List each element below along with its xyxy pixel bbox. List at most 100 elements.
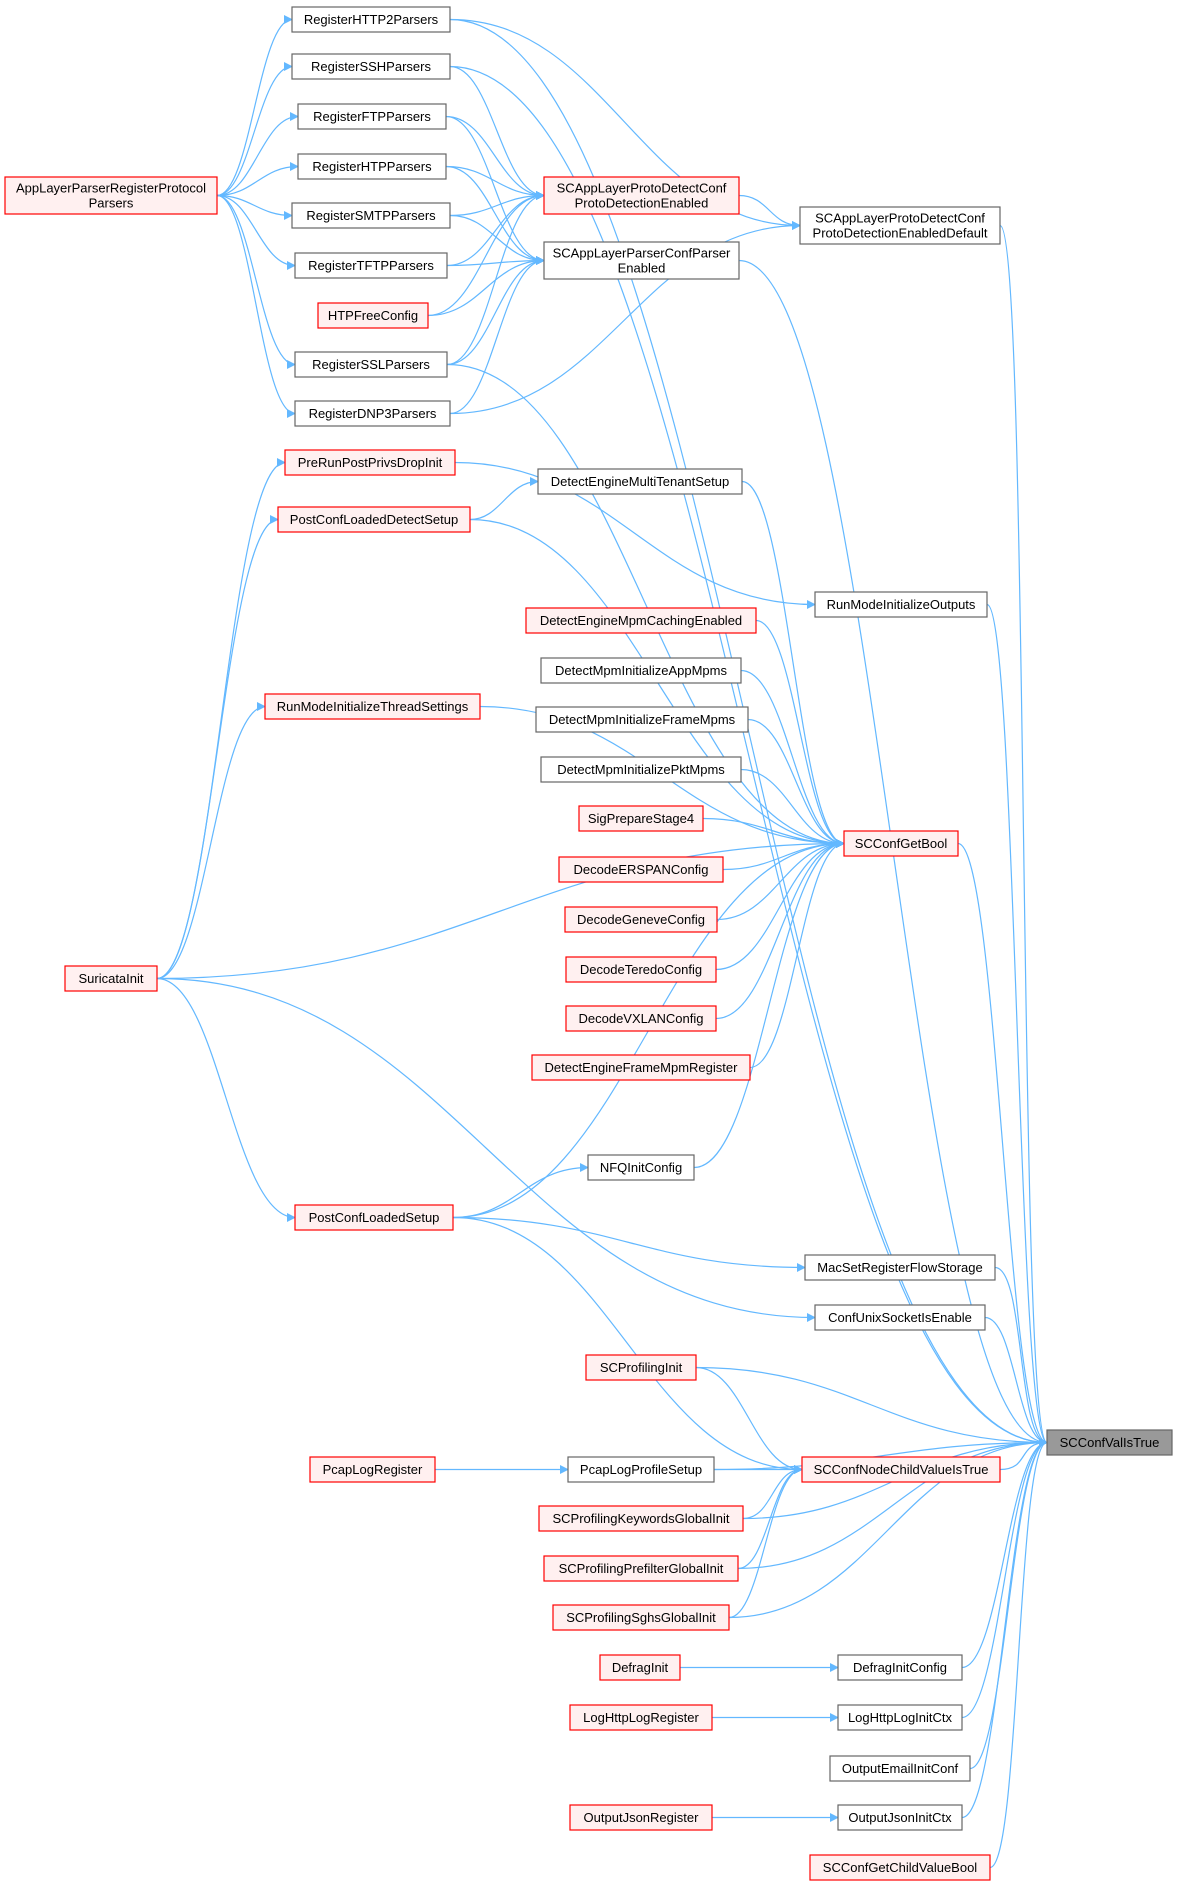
node-teredo[interactable]: DecodeTeredoConfig — [565, 956, 717, 983]
node-dmifm[interactable]: DetectMpmInitializeFrameMpms — [535, 706, 749, 733]
node-label: SCProfilingSghsGlobalInit — [566, 1610, 716, 1625]
node-oeic[interactable]: OutputEmailInitConf — [829, 1755, 971, 1782]
edge-n_psgi-to-n_istrue — [728, 1438, 1048, 1619]
node-prerun[interactable]: PreRunPostPrivsDropInit — [284, 449, 456, 476]
node-dnp3[interactable]: RegisterDNP3Parsers — [294, 400, 451, 427]
node-label: RegisterTFTPParsers — [308, 258, 434, 273]
edge-n_suri-to-n_cuse — [156, 977, 816, 1322]
edge-n_htp-to-n_protodet — [445, 165, 545, 200]
node-label: SigPrepareStage4 — [588, 811, 694, 826]
node-box — [531, 1054, 751, 1081]
node-htpfree[interactable]: HTPFreeConfig — [317, 302, 429, 329]
node-box — [599, 1654, 681, 1681]
node-pcls[interactable]: PostConfLoadedSetup — [294, 1204, 454, 1231]
node-defragc[interactable]: DefragInitConfig — [837, 1654, 963, 1681]
node-lhlic[interactable]: LogHttpLogInitCtx — [837, 1704, 963, 1731]
node-label: DefragInitConfig — [853, 1660, 947, 1675]
node-demt[interactable]: DetectEngineMultiTenantSetup — [537, 468, 743, 495]
node-label: RegisterFTPParsers — [313, 109, 431, 124]
edge-n_ssh-to-n_istrue — [449, 65, 1048, 1447]
node-pkgi[interactable]: SCProfilingKeywordsGlobalInit — [538, 1505, 744, 1532]
edge-n_protodet-to-n_protodef — [738, 194, 801, 230]
edge-n_dmiam-to-n_scgb — [740, 669, 845, 848]
node-ppgi[interactable]: SCProfilingPrefilterGlobalInit — [543, 1555, 739, 1582]
node-label: PcapLogProfileSetup — [580, 1462, 702, 1477]
node-box — [540, 657, 742, 684]
node-box — [297, 153, 447, 180]
node-box — [587, 1154, 695, 1181]
edge-n_ftp-to-n_parsercfg — [445, 115, 545, 265]
node-nfq[interactable]: NFQInitConfig — [587, 1154, 695, 1181]
node-ojr[interactable]: OutputJsonRegister — [569, 1804, 713, 1831]
node-box — [4, 176, 218, 215]
edge-n_ojic-to-n_istrue — [961, 1438, 1048, 1819]
node-box — [578, 805, 704, 832]
node-pcaplps[interactable]: PcapLogProfileSetup — [567, 1456, 715, 1483]
edge-n_prerun-to-n_rmio — [454, 461, 816, 609]
node-vxlan[interactable]: DecodeVXLANConfig — [565, 1005, 717, 1032]
node-ftp[interactable]: RegisterFTPParsers — [297, 103, 447, 130]
node-ssh[interactable]: RegisterSSHParsers — [291, 53, 451, 80]
node-ssl[interactable]: RegisterSSLParsers — [294, 351, 448, 378]
node-rmio[interactable]: RunModeInitializeOutputs — [814, 591, 988, 618]
edge-n_alpreg-to-n_ssl — [216, 194, 296, 369]
node-sps4[interactable]: SigPrepareStage4 — [578, 805, 704, 832]
node-box — [294, 252, 448, 279]
node-box — [284, 449, 456, 476]
node-label: DecodeTeredoConfig — [580, 962, 702, 977]
node-box — [565, 956, 717, 983]
node-demce[interactable]: DetectEngineMpmCachingEnabled — [525, 607, 757, 634]
node-suri[interactable]: SuricataInit — [64, 965, 158, 992]
edge-n_tftp-to-n_parsercfg — [446, 256, 545, 267]
node-scgb[interactable]: SCConfGetBool — [843, 830, 959, 857]
node-pcds[interactable]: PostConfLoadedDetectSetup — [277, 506, 471, 533]
edge-n_geneve-to-n_scgb — [716, 839, 845, 921]
edge-n_pcls-to-n_cncv — [452, 1216, 803, 1474]
edge-n_demt-to-n_scgb — [741, 480, 845, 848]
node-label: DetectEngineMpmCachingEnabled — [540, 613, 742, 628]
node-psgi[interactable]: SCProfilingSghsGlobalInit — [552, 1604, 730, 1631]
node-label: RunModeInitializeThreadSettings — [277, 699, 469, 714]
node-smtp[interactable]: RegisterSMTPParsers — [291, 202, 451, 229]
node-erspan[interactable]: DecodeERSPANConfig — [558, 856, 724, 883]
node-macs[interactable]: MacSetRegisterFlowStorage — [804, 1254, 996, 1281]
edge-n_oeic-to-n_istrue — [969, 1438, 1048, 1770]
node-prof[interactable]: SCProfilingInit — [585, 1354, 697, 1381]
node-istrue[interactable]: SCConfValIsTrue — [1046, 1429, 1173, 1456]
node-dmipm[interactable]: DetectMpmInitializePktMpms — [540, 756, 742, 783]
node-http2[interactable]: RegisterHTTP2Parsers — [291, 6, 451, 33]
node-box — [552, 1604, 730, 1631]
node-label: DecodeGeneveConfig — [577, 912, 705, 927]
node-geneve[interactable]: DecodeGeneveConfig — [564, 906, 718, 933]
edge-n_macs-to-n_istrue — [994, 1266, 1048, 1447]
node-pcaplr[interactable]: PcapLogRegister — [309, 1456, 436, 1483]
edge-n_suri-to-n_rmits — [156, 702, 266, 980]
node-box — [585, 1354, 697, 1381]
node-gcvb[interactable]: SCConfGetChildValueBool — [809, 1854, 991, 1881]
node-lhlr[interactable]: LogHttpLogRegister — [569, 1704, 713, 1731]
edge-n_lhlic-to-n_istrue — [961, 1438, 1048, 1719]
node-ojic[interactable]: OutputJsonInitCtx — [837, 1804, 963, 1831]
edge-n_suri-to-n_pcds — [156, 515, 279, 980]
node-defmr[interactable]: DetectEngineFrameMpmRegister — [531, 1054, 751, 1081]
node-tftp[interactable]: RegisterTFTPParsers — [294, 252, 448, 279]
node-dmiam[interactable]: DetectMpmInitializeAppMpms — [540, 657, 742, 684]
edge-n_ftp-to-n_protodet — [445, 115, 545, 200]
node-label: SCProfilingKeywordsGlobalInit — [552, 1511, 729, 1526]
node-cuse[interactable]: ConfUnixSocketIsEnable — [814, 1304, 986, 1331]
node-box — [277, 506, 471, 533]
node-box — [543, 241, 740, 280]
node-box — [294, 400, 451, 427]
edge-n_http2-to-n_protodef — [449, 18, 801, 230]
node-defrag[interactable]: DefragInit — [599, 1654, 681, 1681]
edge-n_dnp3-to-n_protodef — [449, 221, 801, 415]
node-rmits[interactable]: RunModeInitializeThreadSettings — [264, 693, 481, 720]
node-htp[interactable]: RegisterHTPParsers — [297, 153, 447, 180]
node-cncv[interactable]: SCConfNodeChildValueIsTrue — [801, 1456, 1001, 1483]
